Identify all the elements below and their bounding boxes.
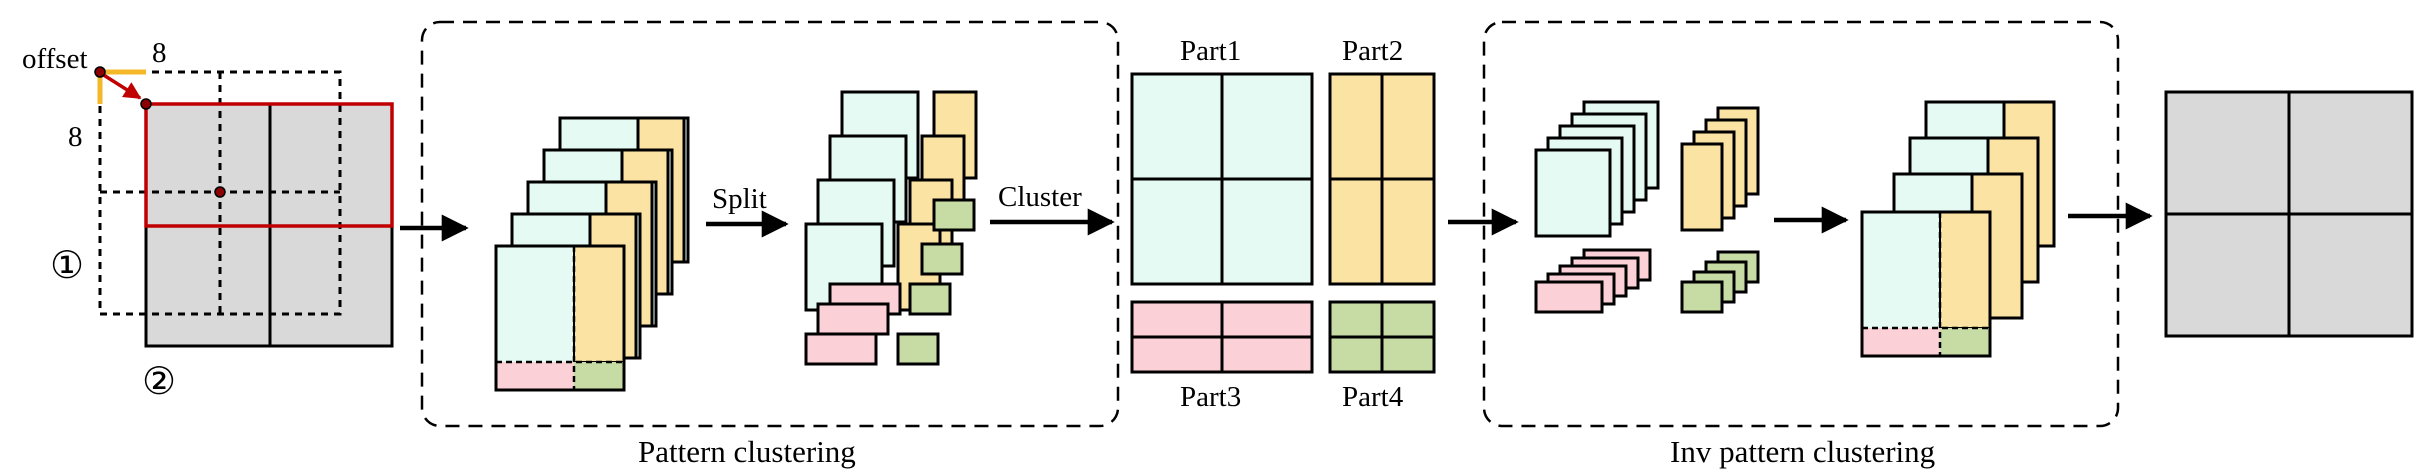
part2-label: Part2 <box>1342 35 1403 67</box>
inv-clustering-box <box>1482 20 2120 428</box>
part3-label: Part3 <box>1180 381 1241 413</box>
marker-2: ② <box>142 359 176 403</box>
part4-label: Part4 <box>1342 381 1404 413</box>
stack-frame <box>1860 210 1992 358</box>
part2-grid <box>1328 72 1436 286</box>
offset-grid-group: offset 8 8 ① ② <box>22 37 394 403</box>
part4-grid <box>1328 300 1436 374</box>
cluster-label: Cluster <box>998 181 1082 213</box>
inv-pattern-stack <box>1860 100 2056 358</box>
pattern-clustering-box <box>420 20 1120 428</box>
pattern-stack <box>494 116 690 392</box>
stack-frame <box>494 244 626 392</box>
window-dot <box>140 98 152 110</box>
split-green-stack <box>896 198 976 366</box>
dim-top-label: 8 <box>152 37 167 69</box>
pattern-clustering-caption: Pattern clustering <box>638 434 856 469</box>
offset-label: offset <box>22 43 88 75</box>
offset-arrow <box>101 72 142 100</box>
marker-1: ① <box>50 243 84 287</box>
part1-label: Part1 <box>1180 35 1241 67</box>
inv-green-stack <box>1680 250 1760 314</box>
part1-grid <box>1130 72 1314 286</box>
red-window <box>144 102 394 228</box>
part3-grid <box>1130 300 1314 374</box>
split-label: Split <box>712 183 767 215</box>
dim-left-label: 8 <box>68 121 83 153</box>
origin-dot <box>94 66 106 78</box>
center-dot <box>214 186 226 198</box>
split-pink-stack <box>804 282 902 366</box>
inv-clustering-caption: Inv pattern clustering <box>1670 434 1935 469</box>
inv-yellow-stack <box>1680 106 1760 232</box>
inv-cyan-stack <box>1534 100 1660 238</box>
output-grid <box>2164 90 2414 338</box>
inv-pink-stack <box>1534 248 1652 314</box>
